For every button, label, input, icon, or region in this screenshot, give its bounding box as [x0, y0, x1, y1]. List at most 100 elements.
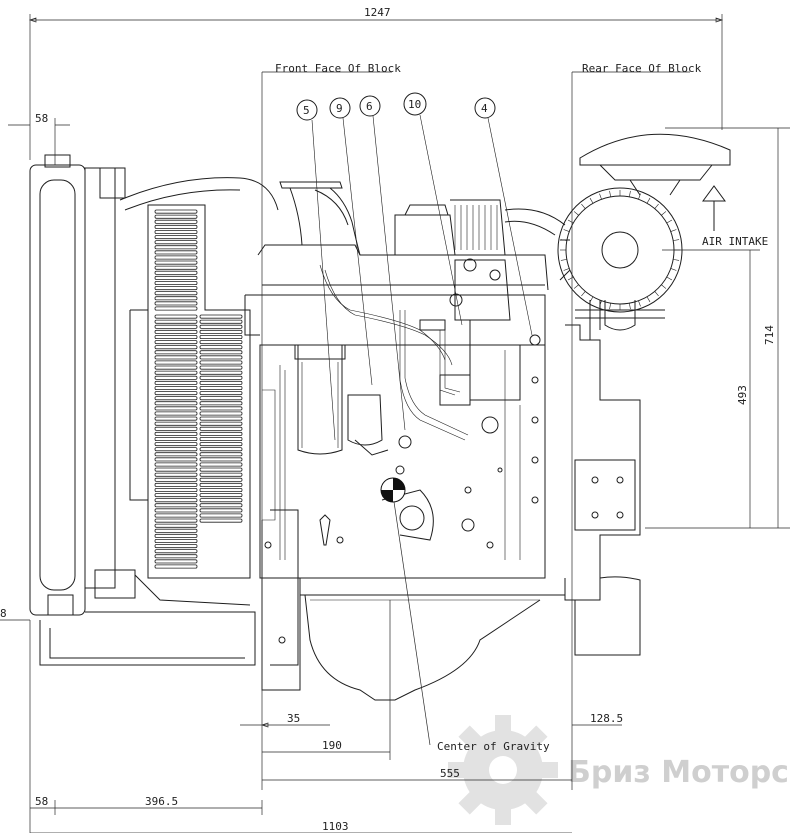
grille-slot — [154, 503, 198, 508]
grille-slot — [199, 477, 243, 482]
grille-slot — [199, 498, 243, 503]
dimension-values: 1247 58 8 714 493 35 190 128.5 555 58 39… — [0, 6, 776, 833]
grille-slot — [154, 462, 198, 467]
watermark-text: Бриз Моторс — [568, 755, 789, 790]
grille-slot — [154, 355, 198, 360]
grille-slot — [154, 240, 198, 245]
grille-slot — [199, 365, 243, 370]
grille-slot — [154, 219, 198, 224]
grille-slot — [199, 431, 243, 436]
grille-slot — [199, 340, 243, 345]
grille-slot — [154, 518, 198, 523]
callout-9-label: 9 — [336, 102, 343, 115]
grille-slot — [199, 493, 243, 498]
grille-slot — [154, 472, 198, 477]
watermark: Бриз Моторс — [448, 715, 789, 825]
grille-slot — [154, 452, 198, 457]
grille-slot — [199, 508, 243, 513]
grille-slot — [199, 406, 243, 411]
grille-slot — [199, 452, 243, 457]
dim-cg-from-front: 190 — [322, 739, 342, 752]
grille-slot — [154, 391, 198, 396]
grille-slot — [154, 426, 198, 431]
bell-housing — [564, 300, 641, 656]
grille-slot — [154, 250, 198, 255]
grille-slot — [154, 559, 198, 564]
grille-slot — [154, 477, 198, 482]
center-of-gravity-label: Center of Gravity — [437, 740, 550, 753]
grille-slot — [154, 401, 198, 406]
dim-overall-length: 1103 — [322, 820, 349, 833]
grille-slot — [154, 544, 198, 549]
grille-slot — [199, 355, 243, 360]
callout-6-label: 6 — [366, 100, 373, 113]
grille-slot — [154, 549, 198, 554]
callout-6: 6 — [359, 95, 406, 431]
gear-icon — [448, 715, 558, 825]
callout-10-label: 10 — [408, 98, 421, 111]
dim-front-offset: 35 — [287, 712, 300, 725]
grille-slot — [154, 375, 198, 380]
grille-slot — [154, 513, 198, 518]
callout-5: 5 — [296, 99, 336, 441]
dim-height-cg: 493 — [736, 385, 749, 405]
grille-slot — [154, 447, 198, 452]
grille-slot — [154, 340, 198, 345]
callout-4-label: 4 — [481, 102, 488, 115]
grille-slot — [199, 314, 243, 319]
grille-slot — [154, 406, 198, 411]
grille-slot — [199, 411, 243, 416]
callout-5-label: 5 — [303, 104, 310, 117]
grille-slot — [199, 396, 243, 401]
grille-slot — [154, 523, 198, 528]
grille-slot — [154, 416, 198, 421]
grille-slot — [154, 319, 198, 324]
grille-slot — [154, 360, 198, 365]
grille-slot — [154, 380, 198, 385]
grille-slot — [199, 442, 243, 447]
grille-slot — [154, 270, 198, 275]
grille-slot — [199, 467, 243, 472]
grille-slot — [154, 214, 198, 219]
grille-slot — [154, 265, 198, 270]
grille-slot — [154, 528, 198, 533]
center-of-gravity-symbol — [380, 477, 406, 503]
grille-slot — [199, 472, 243, 477]
grille-slot — [199, 462, 243, 467]
grille-slot — [154, 554, 198, 559]
grille-slot — [154, 498, 198, 503]
grille-slot — [154, 209, 198, 214]
grille-slot — [154, 235, 198, 240]
fan-guard — [129, 204, 251, 579]
grille-slot — [154, 487, 198, 492]
grille-slot — [199, 401, 243, 406]
head-fins — [454, 205, 498, 250]
grille-slot — [154, 286, 198, 291]
grille-slot — [199, 426, 243, 431]
dim-left-edge: 8 — [0, 607, 7, 620]
air-cleaner — [557, 133, 731, 331]
grille-slot — [199, 324, 243, 329]
grille-slot — [154, 345, 198, 350]
grille-slot — [199, 375, 243, 380]
dim-rear-overhang: 128.5 — [590, 712, 623, 725]
grille-slot — [154, 224, 198, 229]
grille-slot — [154, 296, 198, 301]
grille-slot — [154, 457, 198, 462]
grille-slot — [154, 280, 198, 285]
grille-slot — [154, 370, 198, 375]
grille-slot — [199, 380, 243, 385]
grille-slot — [154, 493, 198, 498]
grille-slot — [154, 564, 198, 569]
grille-slot — [154, 260, 198, 265]
dim-bottom-radiator: 396.5 — [145, 795, 178, 808]
grille-slot — [154, 431, 198, 436]
dim-radiator-offset: 58 — [35, 112, 48, 125]
grille-slot — [154, 291, 198, 296]
grille-slot — [199, 503, 243, 508]
grille-slot — [154, 255, 198, 260]
grille-slot — [154, 229, 198, 234]
front-face-label: Front Face Of Block — [275, 62, 401, 75]
grille-slot — [199, 350, 243, 355]
